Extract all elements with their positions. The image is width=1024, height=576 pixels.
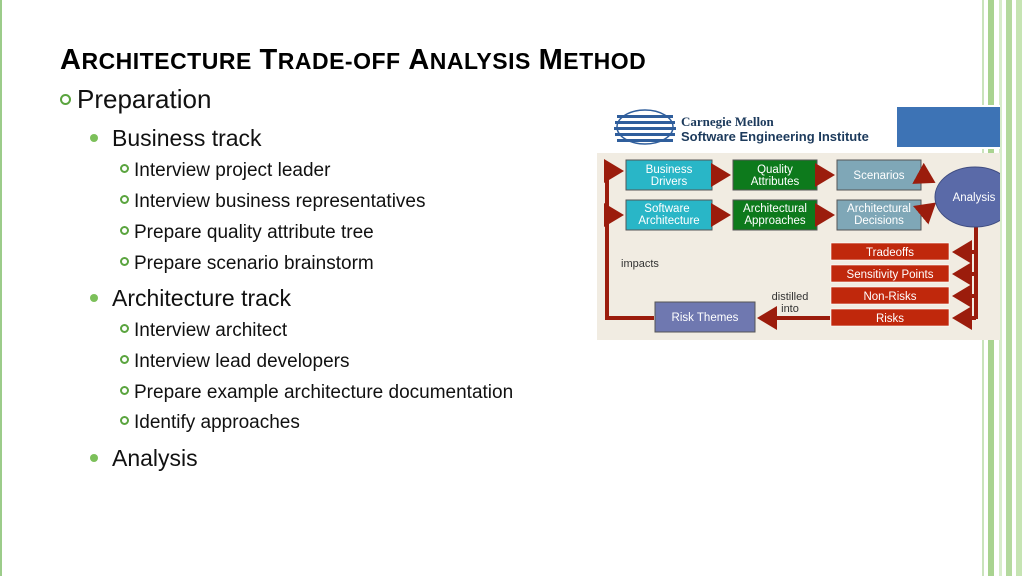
- risks-label: Risks: [876, 313, 904, 325]
- quality-attributes-label: Quality: [757, 164, 793, 176]
- sensitivity-points-box: [830, 264, 950, 283]
- architectural-decisions-box: [836, 199, 922, 231]
- logo-line1: Carnegie Mellon: [681, 114, 775, 129]
- bullet-business-track: Business track: [90, 125, 262, 152]
- banner-stripe: [897, 107, 1000, 147]
- scenarios-label: Scenarios: [853, 170, 904, 182]
- risks-box: [830, 308, 950, 327]
- list-item: Interview lead developers: [120, 351, 349, 373]
- ring-bullet-icon: [120, 355, 129, 365]
- software-architecture-label: Software: [644, 203, 689, 215]
- ring-bullet-icon: [120, 386, 129, 396]
- arrow: [913, 202, 937, 225]
- tradeoffs-label: Tradeoffs: [866, 247, 914, 259]
- analysis-label: Analysis: [953, 192, 996, 204]
- risk-themes-box: [654, 301, 756, 333]
- list-item: Interview architect: [120, 320, 287, 342]
- list-item: Prepare scenario brainstorm: [120, 253, 374, 275]
- logo-line2: Software Engineering Institute: [681, 129, 869, 144]
- distilled-label: into: [781, 303, 799, 315]
- left-border: [0, 0, 2, 576]
- architectural-decisions-label: Decisions: [854, 215, 904, 227]
- list-item: Prepare quality attribute tree: [120, 222, 374, 244]
- non-risks-label: Non-Risks: [863, 291, 916, 303]
- bullet-preparation: Preparation: [60, 84, 211, 115]
- business-drivers-label: Drivers: [651, 176, 688, 188]
- arrow: [912, 162, 936, 184]
- impacts-loop: [604, 159, 654, 320]
- list-item: Interview project leader: [120, 160, 330, 182]
- architectural-approaches-box: [732, 199, 818, 231]
- business-drivers-box: [625, 159, 713, 191]
- sensitivity-points-label: Sensitivity Points: [847, 269, 934, 281]
- dot-bullet-icon: [90, 293, 98, 302]
- dot-bullet-icon: [90, 133, 98, 142]
- ring-bullet-icon: [120, 226, 129, 236]
- architectural-approaches-label: Approaches: [744, 215, 806, 227]
- quality-attributes-label: Attributes: [751, 176, 800, 188]
- slide-title: Architecture Trade-off Analysis Method: [60, 44, 647, 76]
- ring-bullet-icon: [60, 93, 71, 105]
- software-architecture-box: [625, 199, 713, 231]
- analysis-node: [934, 166, 1000, 228]
- ring-bullet-icon: [120, 257, 129, 267]
- impacts-label: impacts: [621, 258, 659, 270]
- sei-logo-icon: [614, 109, 676, 145]
- architectural-approaches-label: Architectural: [743, 203, 807, 215]
- atam-diagram: Carnegie Mellon Software Engineering Ins…: [597, 105, 1000, 340]
- list-item: Interview business representatives: [120, 191, 425, 213]
- business-drivers-label: Business: [646, 164, 693, 176]
- software-architecture-label: Architecture: [638, 215, 699, 227]
- bullet-analysis: Analysis: [90, 445, 198, 472]
- tradeoffs-box: [830, 242, 950, 261]
- architectural-decisions-label: Architectural: [847, 203, 911, 215]
- distilled-label: distilled: [772, 291, 809, 303]
- list-item: Identify approaches: [120, 412, 300, 434]
- ring-bullet-icon: [120, 195, 129, 205]
- risk-themes-label: Risk Themes: [672, 312, 739, 324]
- non-risks-box: [830, 286, 950, 305]
- ring-bullet-icon: [120, 324, 129, 334]
- dot-bullet-icon: [90, 453, 98, 462]
- ring-bullet-icon: [120, 416, 129, 426]
- quality-attributes-box: [732, 159, 818, 191]
- bullet-architecture-track: Architecture track: [90, 285, 291, 312]
- list-item: Prepare example architecture documentati…: [120, 382, 513, 404]
- ring-bullet-icon: [120, 164, 129, 174]
